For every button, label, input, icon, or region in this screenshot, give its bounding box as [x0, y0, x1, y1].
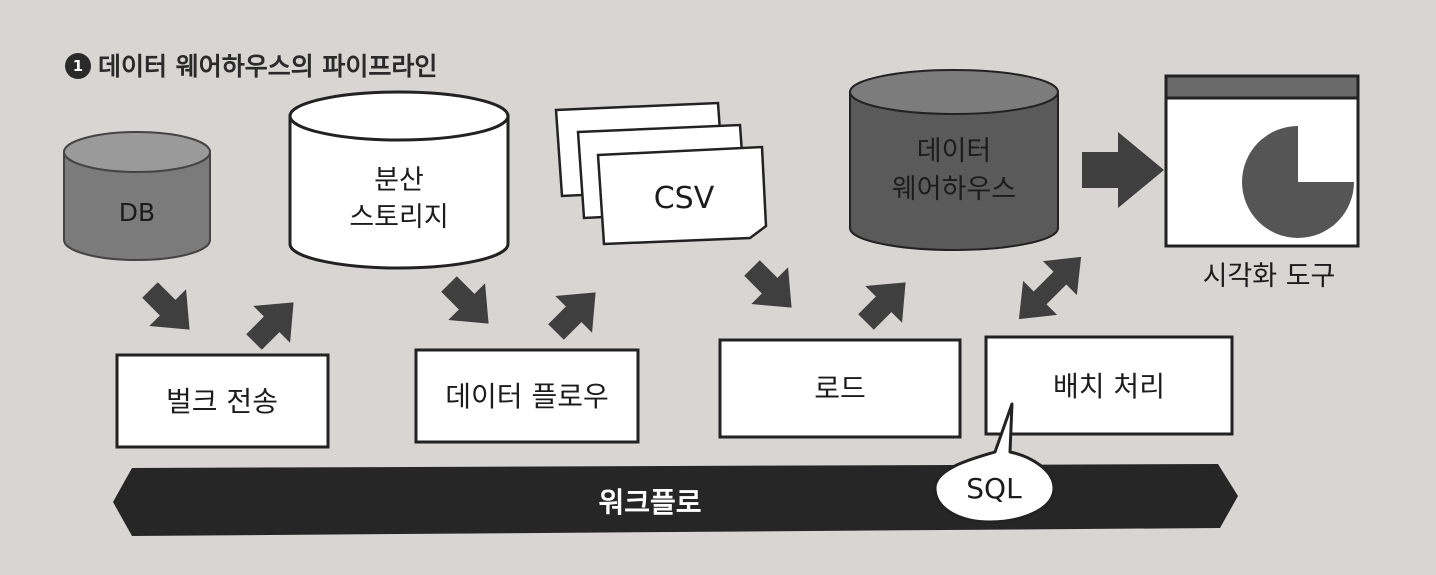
- database-icon: [63, 131, 211, 261]
- sql-callout: SQL: [933, 402, 1056, 524]
- process-load-label: 로드: [814, 372, 866, 405]
- storage-label-line1: 분산: [374, 165, 424, 196]
- warehouse-cylinder-icon: [849, 69, 1059, 251]
- arrow-icon: [142, 282, 190, 330]
- arrow-icon: [441, 276, 489, 324]
- arrows: [142, 256, 1082, 350]
- arrow-icon: [1023, 256, 1082, 315]
- csv-label: CSV: [654, 181, 715, 216]
- title-number-badge: [65, 53, 91, 79]
- process-dataflow-label: 데이터 플로우: [445, 380, 608, 413]
- storage-cylinder-icon: [288, 90, 510, 270]
- arrow-icon: [548, 292, 596, 340]
- storage-label-line2: 스토리지: [349, 202, 448, 233]
- arrow-icon: [858, 282, 906, 330]
- sql-label: SQL: [966, 472, 1022, 505]
- process-load: 로드: [718, 338, 962, 439]
- diagram-title: 1 데이터 웨어하우스의 파이프라인: [65, 52, 437, 81]
- process-bulk: 벌크 전송: [115, 353, 330, 449]
- workflow-label: 워크플로: [598, 486, 701, 519]
- arrow-icon: [246, 302, 294, 350]
- arrow-icon: [1082, 132, 1164, 208]
- csv-file-stack-icon: [554, 101, 768, 246]
- arrow-icon: [744, 260, 792, 308]
- visualization-window: [1164, 74, 1360, 248]
- warehouse-label-line1: 데이터: [917, 136, 992, 167]
- process-bulk-label: 벌크 전송: [166, 385, 278, 418]
- title-text: 데이터 웨어하우스의 파이프라인: [98, 52, 437, 81]
- process-dataflow: 데이터 플로우: [414, 348, 640, 444]
- process-batch: 배치 처리: [984, 335, 1234, 436]
- title-number: 1: [73, 57, 83, 75]
- process-batch-label: 배치 처리: [1053, 370, 1165, 403]
- viz-label: 시각화 도구: [1203, 261, 1336, 292]
- workflow-bar: 워크플로: [113, 464, 1238, 536]
- pie-chart-icon: [1242, 126, 1354, 238]
- warehouse-label-line2: 웨어하우스: [892, 174, 1016, 205]
- db-label: DB: [119, 198, 155, 227]
